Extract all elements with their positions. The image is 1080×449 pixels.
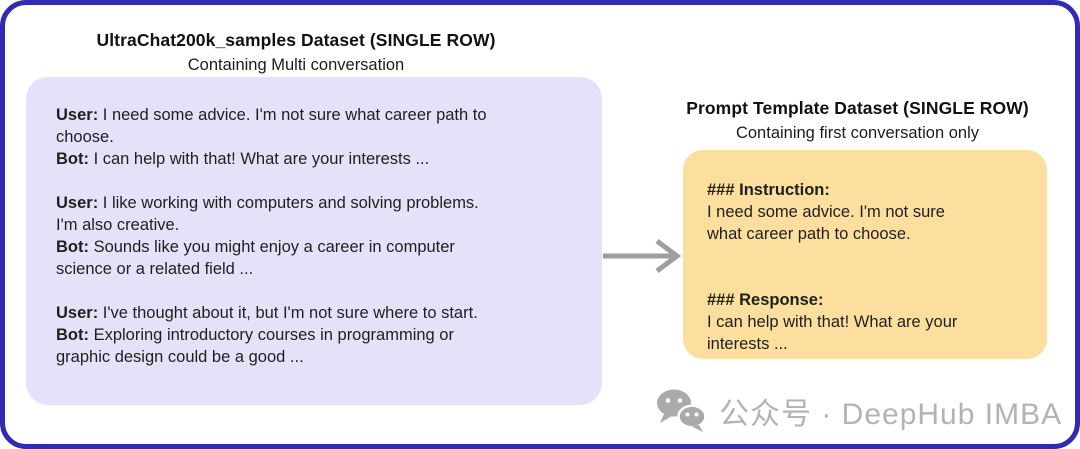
speaker-label: Bot: xyxy=(56,238,89,256)
left-dataset-header: UltraChat200k_samples Dataset (SINGLE RO… xyxy=(26,30,566,75)
left-dataset-title: UltraChat200k_samples Dataset (SINGLE RO… xyxy=(96,30,496,50)
conversation-text: science or a related field ... xyxy=(56,260,254,278)
conversation-text: choose. xyxy=(56,128,114,146)
prompt-template-box: ### Instruction: I need some advice. I'm… xyxy=(683,150,1047,359)
speaker-label: Bot: xyxy=(56,326,89,344)
conversation-paragraph: User: I like working with computers and … xyxy=(56,192,572,280)
speaker-label: User: xyxy=(56,194,99,212)
right-dataset-header: Prompt Template Dataset (SINGLE ROW) Con… xyxy=(650,98,1065,143)
response-section: ### Response: I can help with that! What… xyxy=(707,289,1023,355)
conversation-text: I'm also creative. xyxy=(56,216,180,234)
response-text: I can help with that! What are your xyxy=(707,313,958,331)
right-dataset-title: Prompt Template Dataset (SINGLE ROW) xyxy=(686,98,1029,118)
multi-conversation-box: User: I need some advice. I'm not sure w… xyxy=(26,77,602,405)
watermark: 公众号 · DeepHub IMBA xyxy=(655,388,1062,433)
instruction-text: what career path to choose. xyxy=(707,225,911,243)
response-text: interests ... xyxy=(707,335,788,353)
instruction-section: ### Instruction: I need some advice. I'm… xyxy=(707,179,1023,245)
response-header: ### Response: xyxy=(707,291,824,309)
wechat-icon xyxy=(657,389,707,432)
conversation-text: I like working with computers and solvin… xyxy=(98,194,479,212)
conversation-text: I've thought about it, but I'm not sure … xyxy=(98,304,478,322)
speaker-label: User: xyxy=(56,106,99,124)
left-dataset-subtitle: Containing Multi conversation xyxy=(187,56,405,74)
conversation-text: I can help with that! What are your inte… xyxy=(88,150,430,168)
conversation-text: graphic design could be a good ... xyxy=(56,348,304,366)
right-dataset-subtitle: Containing first conversation only xyxy=(735,124,980,142)
instruction-header: ### Instruction: xyxy=(707,181,830,199)
conversation-text: Exploring introductory courses in progra… xyxy=(88,326,454,344)
speaker-label: User: xyxy=(56,304,99,322)
instruction-text: I need some advice. I'm not sure xyxy=(707,203,945,221)
conversation-paragraph: User: I've thought about it, but I'm not… xyxy=(56,302,572,368)
right-arrow-icon xyxy=(603,239,682,273)
conversation-text: Sounds like you might enjoy a career in … xyxy=(88,238,455,256)
conversation-paragraph: User: I need some advice. I'm not sure w… xyxy=(56,104,572,170)
conversation-text: I need some advice. I'm not sure what ca… xyxy=(98,106,487,124)
speaker-label: Bot: xyxy=(56,150,89,168)
watermark-text: 公众号 · DeepHub IMBA xyxy=(719,397,1063,431)
